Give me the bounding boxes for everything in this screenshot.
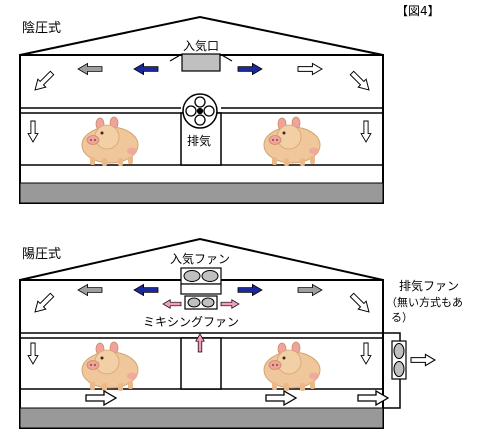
pink-arrow-icon <box>220 299 240 309</box>
fan-icon <box>187 297 201 308</box>
white-arrow-icon <box>27 120 39 143</box>
gray-arrow-icon <box>77 283 103 297</box>
negative-pressure-panel: 陰圧式 排気 入気口 <box>19 15 384 204</box>
white-arrow-icon <box>30 290 57 317</box>
pig-icon <box>81 116 139 167</box>
white-arrow-icon <box>360 342 372 365</box>
fan-icon <box>201 270 219 282</box>
figure-label: 【図4】 <box>396 4 440 18</box>
pig-icon <box>263 116 321 167</box>
white-arrow-icon <box>27 342 39 365</box>
positive-pressure-panel: 陽圧式 入気ファン ミキシングファン <box>19 237 463 429</box>
white-arrow-icon <box>30 68 57 95</box>
exhaust-label: 排気 <box>187 133 211 148</box>
white-arrow-icon <box>360 120 372 143</box>
roof-line <box>19 15 384 56</box>
floor <box>19 182 384 204</box>
mixing-fan-label: ミキシングファン <box>143 315 239 329</box>
pink-arrow-icon <box>162 299 182 309</box>
white-arrow-icon <box>410 353 436 367</box>
white-arrow-icon <box>85 390 117 406</box>
white-arrow-icon <box>347 68 374 95</box>
pig-icon <box>81 341 139 392</box>
gray-arrow-icon <box>297 283 323 297</box>
intake-label: 入気口 <box>183 38 219 53</box>
blue-arrow-icon <box>237 63 263 75</box>
pig-icon <box>263 341 321 392</box>
exhaust-fan-note: る） <box>391 311 413 324</box>
intake-duct <box>180 283 222 295</box>
intake-vent <box>181 53 221 72</box>
intake-fan-label: 入気ファン <box>170 251 230 266</box>
panel-title: 陰圧式 <box>22 21 61 36</box>
blue-arrow-icon <box>133 63 159 75</box>
intake-vent-flap <box>219 53 233 62</box>
panel-title: 陽圧式 <box>22 247 61 262</box>
gray-arrow-icon <box>77 63 103 75</box>
white-arrow-icon <box>265 390 297 406</box>
fan-icon <box>185 96 215 126</box>
roof-line <box>19 237 384 281</box>
fan-icon <box>183 270 201 282</box>
white-arrow-icon <box>297 62 323 76</box>
exhaust-fan-label: 排気ファン <box>399 278 459 293</box>
white-arrow-icon <box>347 290 374 317</box>
floor <box>19 407 384 429</box>
fan-icon <box>201 297 215 308</box>
intake-vent-flap <box>169 53 183 62</box>
blue-arrow-icon <box>237 283 263 297</box>
fan-icon <box>393 343 405 359</box>
fan-icon <box>393 361 405 377</box>
blue-arrow-icon <box>133 283 159 297</box>
exhaust-fan-note: （無い方式もあ <box>386 295 463 309</box>
